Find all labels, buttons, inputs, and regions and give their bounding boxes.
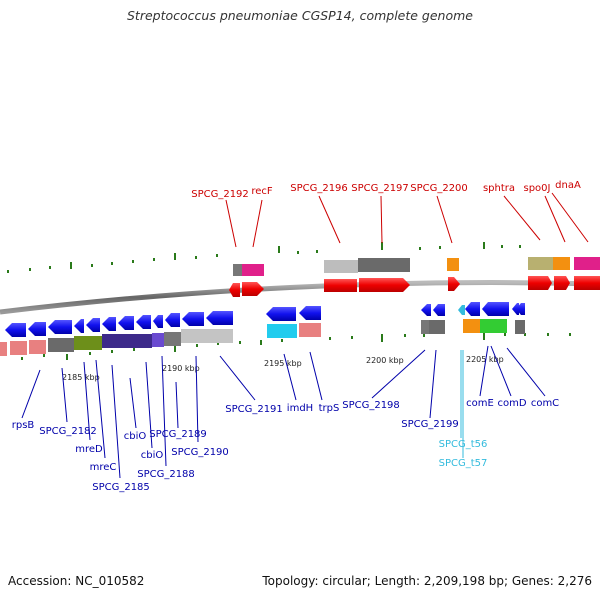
gene-label: imdH bbox=[287, 403, 313, 414]
gene-label: SPCG_2188 bbox=[137, 469, 195, 480]
bottom-feature-boxes bbox=[0, 319, 525, 356]
gene-label: mreC bbox=[90, 462, 117, 473]
genome-summary-text: Topology: circular; Length: 2,209,198 bp… bbox=[262, 574, 592, 588]
genome-title: Streptococcus pneumoniae CGSP14, complet… bbox=[127, 8, 473, 23]
gene-label: sphtra bbox=[483, 183, 515, 194]
gene-label: cbiO bbox=[141, 450, 164, 461]
gene-label: spo0J bbox=[524, 183, 551, 194]
gene-label: SPCG_2197 bbox=[351, 183, 409, 194]
gene-label: mreD bbox=[75, 444, 103, 455]
outer-ticks bbox=[7, 242, 521, 273]
gene-label: comD bbox=[497, 398, 526, 409]
gene-label: comC bbox=[531, 398, 559, 409]
trna-leader-lines bbox=[460, 350, 464, 458]
gene-label: SPCG_2200 bbox=[410, 183, 468, 194]
gene-label: SPCG_2199 bbox=[401, 419, 459, 430]
trna-label: SPCG_t56 bbox=[439, 439, 488, 450]
gene-label: cbiO bbox=[124, 431, 147, 442]
gene-label: SPCG_2185 bbox=[92, 482, 150, 493]
genome-backbone bbox=[0, 280, 600, 315]
top-gene-arrows bbox=[229, 276, 600, 297]
trna-label: SPCG_t57 bbox=[439, 458, 488, 469]
scale-label: 2190 kbp bbox=[162, 364, 200, 373]
accession-text: Accession: NC_010582 bbox=[8, 574, 145, 588]
scale-label: 2185 kbp bbox=[62, 373, 100, 382]
gene-label: recF bbox=[251, 186, 273, 197]
gene-label: SPCG_2182 bbox=[39, 426, 97, 437]
top-feature-boxes bbox=[233, 257, 600, 276]
gene-label: SPCG_2192 bbox=[191, 189, 249, 200]
trna-arrow bbox=[458, 305, 465, 315]
bottom-leader-lines bbox=[21, 345, 546, 479]
scale-label: 2200 kbp bbox=[366, 356, 404, 365]
gene-label: SPCG_2189 bbox=[149, 429, 207, 440]
gene-label: SPCG_2196 bbox=[290, 183, 348, 194]
gene-label: SPCG_2190 bbox=[171, 447, 229, 458]
bottom-gene-arrows bbox=[5, 302, 525, 337]
gene-label: SPCG_2198 bbox=[342, 400, 400, 411]
top-leader-lines bbox=[225, 192, 589, 248]
gene-label: trpS bbox=[319, 403, 340, 414]
scale-label: 2195 kbp bbox=[264, 359, 302, 368]
gene-label: comE bbox=[466, 398, 494, 409]
scale-label: 2205 kbp bbox=[466, 355, 504, 364]
gene-label: dnaA bbox=[555, 180, 581, 191]
gene-label: SPCG_2191 bbox=[225, 404, 283, 415]
gene-label: rpsB bbox=[12, 420, 35, 431]
